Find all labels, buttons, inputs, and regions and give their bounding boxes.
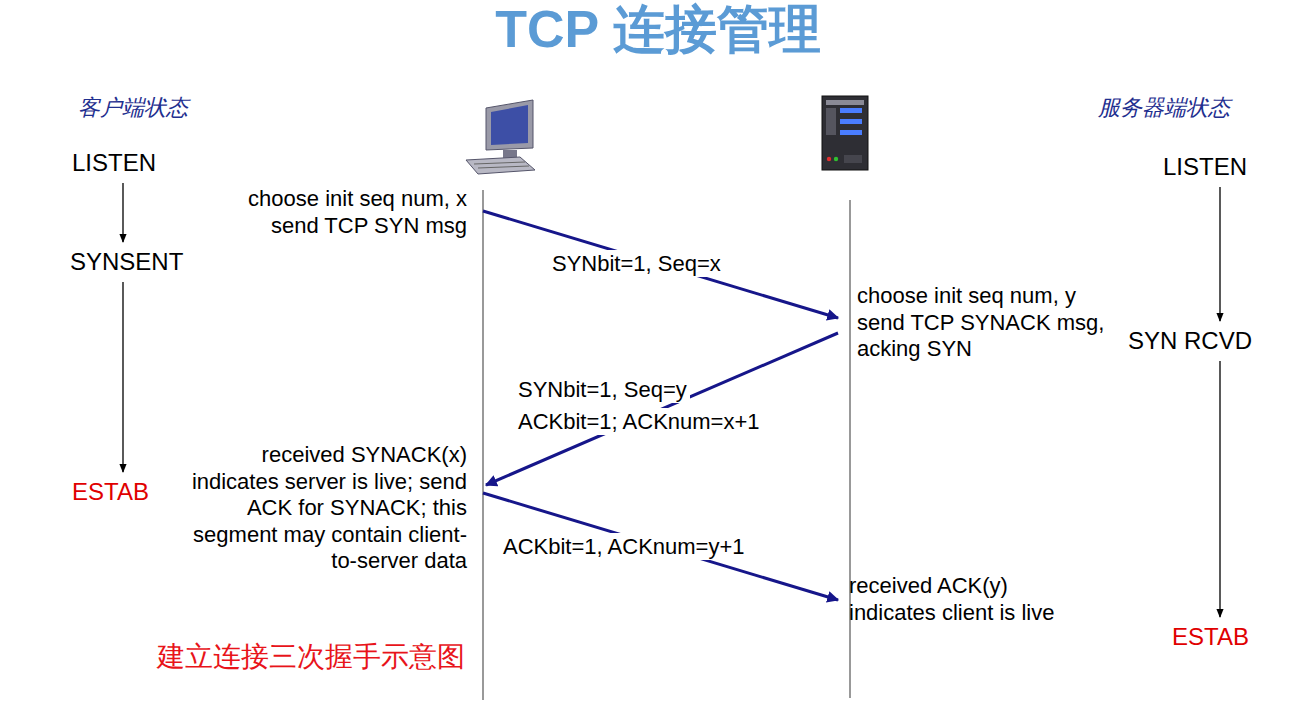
state-name: ESTAB [1172,623,1249,651]
state-transition-arrow [122,282,123,472]
state-name: LISTEN [1163,153,1247,181]
syn-message-arrow [483,211,838,318]
client-timeline [482,190,483,700]
state-name: LISTEN [72,149,156,177]
state-transition-arrow [122,183,123,242]
state-node: LISTEN [72,147,156,179]
state-transition-arrow [1219,187,1220,321]
synack-message-arrow [486,333,838,485]
state-node: SYNSENT [70,246,183,278]
column-heading: 服务器端状态 [1098,94,1230,121]
segment-label: SYNbit=1, Seq=x [549,250,724,277]
state-transition-arrow [1219,361,1220,617]
client-computer-icon [466,100,535,174]
state-node: LISTEN [1163,151,1247,183]
state-node: ESTAB [72,476,149,508]
server-icon [822,96,868,170]
step-note: received ACK(y) indicates client is live [849,573,1085,626]
state-node: SYN RCVD [1128,325,1252,357]
caption: 建立连接三次握手示意图 [157,640,465,674]
segment-label: ACKbit=1; ACKnum=x+1 [515,408,763,435]
state-name: SYNSENT [70,248,183,276]
step-note: choose init seq num, y send TCP SYNACK m… [857,283,1105,363]
column-heading: 客户端状态 [78,94,188,121]
state-name: ESTAB [72,478,149,506]
step-note: received SYNACK(x) indicates server is l… [177,442,467,575]
title: TCP 连接管理 [0,0,1316,58]
segment-label: SYNbit=1, Seq=y [515,376,690,403]
step-note: choose init seq num, x send TCP SYN msg [215,185,467,239]
ack-message-arrow [483,493,838,600]
state-node: ESTAB [1172,621,1249,653]
state-name: SYN RCVD [1128,327,1252,355]
segment-label: ACKbit=1, ACKnum=y+1 [500,533,748,560]
